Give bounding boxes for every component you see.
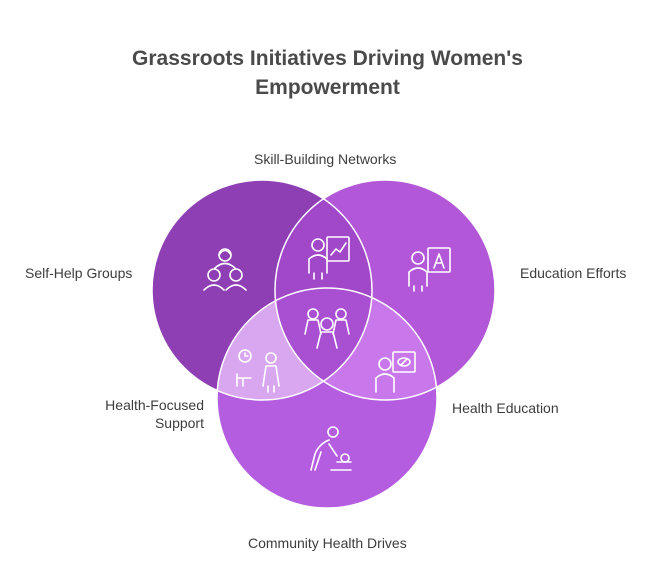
label-health-focused: Health-Focused Support [104, 396, 204, 432]
label-self-help: Self-Help Groups [25, 265, 133, 281]
diagram-title: Grassroots Initiatives Driving Women's E… [0, 44, 655, 102]
presenter-chart-icon [308, 236, 350, 280]
label-health-education: Health Education [452, 400, 559, 416]
doctor-pill-icon [375, 351, 416, 393]
women-group-icon [304, 308, 350, 349]
patient-clock-icon [236, 349, 280, 393]
label-education-efforts: Education Efforts [520, 265, 627, 281]
caregiver-icon [310, 426, 352, 471]
label-skill-building: Skill-Building Networks [254, 151, 397, 167]
title-line-1: Grassroots Initiatives Driving Women's [132, 47, 523, 70]
group-of-women-icon [203, 248, 247, 291]
title-line-2: Empowerment [255, 76, 400, 99]
label-health-focused-line-2: Support [154, 415, 204, 431]
label-community-health: Community Health Drives [248, 535, 407, 551]
teacher-board-icon [408, 247, 451, 292]
label-health-focused-line-1: Health-Focused [105, 397, 204, 413]
